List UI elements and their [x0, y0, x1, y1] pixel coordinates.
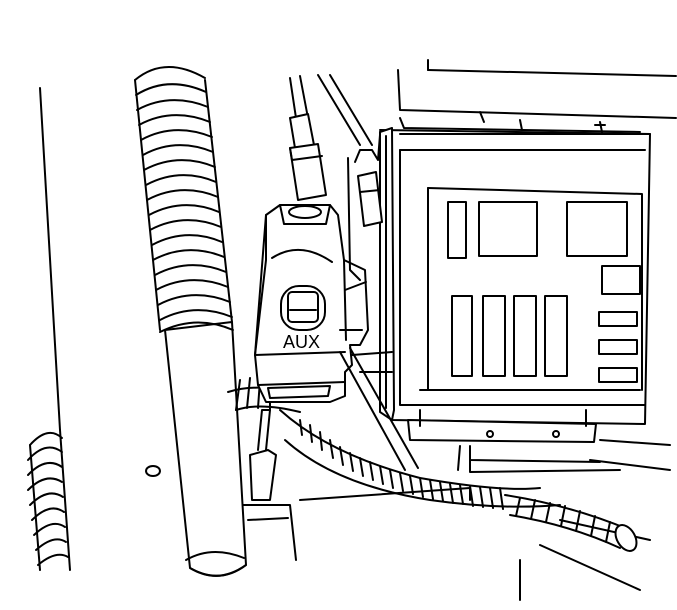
- upper-cable: [289, 74, 373, 201]
- fuse: [451, 295, 473, 377]
- relay: [601, 265, 641, 295]
- relay: [566, 201, 628, 257]
- fuse-block-components: [447, 201, 641, 383]
- left-conduit: [27, 431, 69, 571]
- fuse: [598, 339, 638, 355]
- wire-harness: [227, 377, 638, 552]
- body-panel-edge: [39, 87, 71, 571]
- fuse: [513, 295, 537, 377]
- fuse: [598, 367, 638, 383]
- fuse: [598, 311, 638, 327]
- main-conduit: [134, 66, 247, 577]
- relay: [478, 201, 538, 257]
- fuse: [544, 295, 568, 377]
- ground-stud: [249, 409, 277, 501]
- fuse: [482, 295, 506, 377]
- mini-fuse: [447, 201, 467, 259]
- aux-label: AUX: [283, 332, 320, 352]
- connector-pin: [339, 347, 419, 471]
